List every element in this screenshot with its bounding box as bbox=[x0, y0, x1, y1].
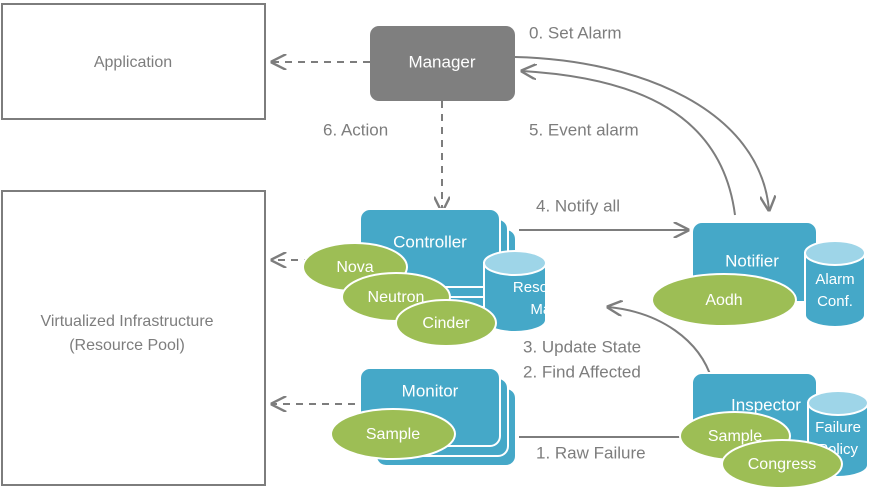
notifier-node-label: Notifier bbox=[725, 251, 779, 270]
resource-map-cylinder-body bbox=[515, 258, 573, 333]
flow-label-action: 6. Action bbox=[323, 120, 388, 139]
tag-cinder-label: Cinder bbox=[422, 315, 470, 332]
failure-policy-label-line1: Failure bbox=[815, 419, 861, 436]
flow-label-update-state: 3. Update State bbox=[523, 337, 641, 356]
controller-node-label: Controller bbox=[393, 232, 467, 251]
connector-update-state-find-affected bbox=[608, 307, 713, 381]
tag-aodh[interactable]: Aodh bbox=[651, 273, 797, 327]
resource-map-label-line2: Map bbox=[530, 301, 559, 318]
alarm-conf-label-line2: Conf. bbox=[817, 293, 853, 310]
connector-set-alarm bbox=[514, 56, 769, 210]
flow-label-event-alarm: 5. Event alarm bbox=[529, 120, 639, 139]
tag-nova-label: Nova bbox=[336, 259, 373, 276]
flow-label-notify-all: 4. Notify all bbox=[536, 196, 620, 215]
resource-map-label-line1: Resource bbox=[513, 279, 577, 296]
infrastructure-box-label-line1: Virtualized Infrastructure bbox=[40, 313, 213, 330]
alarm-conf-label-line1: Alarm bbox=[815, 271, 854, 288]
tag-sample-inspector-label: Sample bbox=[708, 428, 762, 445]
monitor-node-label: Monitor bbox=[402, 381, 459, 400]
alarm-conf-cylinder[interactable]: Alarm Conf. bbox=[804, 240, 866, 328]
connector-event-alarm bbox=[522, 71, 736, 216]
manager-node[interactable]: Manager bbox=[370, 26, 515, 101]
tag-neutron-label: Neutron bbox=[368, 289, 425, 306]
tag-congress-label: Congress bbox=[748, 456, 816, 473]
tag-congress[interactable]: Congress bbox=[721, 439, 843, 489]
inspector-node-label: Inspector bbox=[731, 395, 801, 414]
infrastructure-box-label-line2: (Resource Pool) bbox=[69, 337, 185, 354]
tag-aodh-label: Aodh bbox=[705, 292, 742, 309]
infrastructure-box: Virtualized Infrastructure (Resource Poo… bbox=[1, 190, 266, 486]
flow-label-set-alarm: 0. Set Alarm bbox=[529, 23, 622, 42]
tag-sample-monitor-label: Sample bbox=[366, 426, 420, 443]
flow-label-find-affected: 2. Find Affected bbox=[523, 362, 641, 381]
manager-node-label: Manager bbox=[408, 52, 475, 71]
flow-label-raw-failure: 1. Raw Failure bbox=[536, 443, 646, 462]
tag-sample-monitor[interactable]: Sample bbox=[330, 408, 456, 460]
application-box: Application bbox=[1, 3, 266, 120]
application-box-label: Application bbox=[94, 54, 172, 71]
tag-cinder[interactable]: Cinder bbox=[395, 299, 497, 347]
